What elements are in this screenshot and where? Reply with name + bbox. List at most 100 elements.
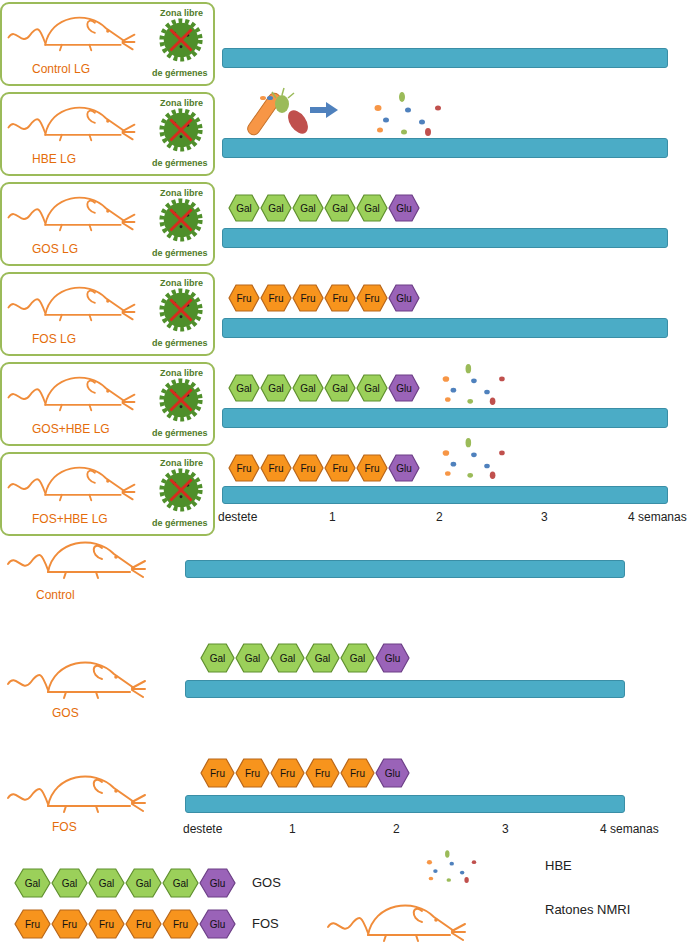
sugar-label: Fru	[356, 454, 388, 482]
germ-free-label: de gérmenes	[152, 518, 208, 528]
germ-free-label: Zona libre	[160, 188, 203, 198]
timeline-bar	[222, 486, 668, 504]
sugar-label: Fru	[292, 454, 324, 482]
sugar-label: Glu	[375, 643, 410, 673]
germ-free-label: Zona libre	[160, 278, 203, 288]
legend-text: Ratones NMRI	[545, 902, 635, 917]
sugar-hexagon: Fru	[162, 909, 199, 939]
sugar-label: Glu	[388, 284, 420, 312]
sugar-label: Gal	[324, 374, 356, 402]
sugar-label: Gal	[260, 374, 292, 402]
sugar-label: Gal	[125, 868, 162, 898]
sugar-label: Fru	[356, 284, 388, 312]
axis-label: 1	[289, 822, 296, 836]
sugar-label: Gal	[292, 194, 324, 222]
sugar-hexagon: Fru	[324, 454, 356, 482]
sugar-hexagon: Fru	[228, 454, 260, 482]
sugar-label: Fru	[51, 909, 88, 939]
sugar-hexagon: Glu	[388, 454, 420, 482]
sugar-label: Gal	[88, 868, 125, 898]
germ-free-label: Zona libre	[160, 458, 203, 468]
sugar-hexagon: Gal	[292, 194, 324, 222]
sugar-hexagon: Fru	[292, 284, 324, 312]
sugar-label: Gal	[200, 643, 235, 673]
sugar-hexagon: Gal	[292, 374, 324, 402]
sugar-hexagon: Fru	[14, 909, 51, 939]
sugar-hexagon: Glu	[388, 284, 420, 312]
sugar-hexagon: Gal	[14, 868, 51, 898]
sugar-label: Gal	[305, 643, 340, 673]
germ-free-label: Zona libre	[160, 98, 203, 108]
sugar-hexagon: Fru	[88, 909, 125, 939]
axis-label: destete	[183, 822, 222, 836]
sugar-label: Fru	[270, 758, 305, 788]
sugar-hexagon: Glu	[199, 909, 236, 939]
sugar-label: Fru	[235, 758, 270, 788]
sugar-label: Gal	[228, 194, 260, 222]
sugar-hexagon: Fru	[292, 454, 324, 482]
sugar-label: Fru	[228, 284, 260, 312]
legend-text: GOS	[252, 875, 281, 890]
legend-text: FOS	[252, 916, 279, 931]
sugar-label: Gal	[228, 374, 260, 402]
sugar-label: Fru	[162, 909, 199, 939]
mouse-group-label: GOS	[52, 706, 79, 720]
sugar-hexagon: Gal	[200, 643, 235, 673]
germ-free-label: de gérmenes	[152, 428, 208, 438]
group-label: FOS+HBE LG	[32, 512, 108, 526]
sugar-label: Gal	[356, 194, 388, 222]
sugar-label: Fru	[125, 909, 162, 939]
axis-label: 2	[436, 510, 443, 524]
axis-label: destete	[218, 510, 257, 524]
sugar-hexagon: Gal	[324, 194, 356, 222]
mouse-group-label: Control	[36, 588, 75, 602]
sugar-hexagon: Fru	[125, 909, 162, 939]
sugar-label: Glu	[388, 194, 420, 222]
axis-label: 3	[541, 510, 548, 524]
sugar-hexagon: Gal	[228, 374, 260, 402]
germ-free-label: de gérmenes	[152, 248, 208, 258]
sugar-label: Fru	[14, 909, 51, 939]
sugar-hexagon: Gal	[324, 374, 356, 402]
sugar-label: Fru	[340, 758, 375, 788]
sugar-hexagon: Fru	[270, 758, 305, 788]
sugar-hexagon: Fru	[356, 454, 388, 482]
sugar-hexagon: Fru	[260, 454, 292, 482]
germ-free-group-box: FOS+HBE LG Zona libre de gérmenes	[0, 452, 215, 536]
timeline-bar	[222, 138, 668, 158]
timeline-bar	[222, 48, 668, 68]
sugar-label: Gal	[340, 643, 375, 673]
timeline-bar	[222, 408, 668, 428]
bacteria-to-extract	[245, 88, 338, 137]
sugar-hexagon: Gal	[305, 643, 340, 673]
sugar-label: Fru	[88, 909, 125, 939]
sugar-label: Fru	[305, 758, 340, 788]
sugar-label: Fru	[324, 284, 356, 312]
sugar-hexagon: Gal	[88, 868, 125, 898]
sugar-hexagon: Gal	[162, 868, 199, 898]
sugar-hexagon: Glu	[375, 643, 410, 673]
sugar-label: Gal	[260, 194, 292, 222]
sugar-hexagon: Fru	[305, 758, 340, 788]
sugar-hexagon: Gal	[235, 643, 270, 673]
sugar-hexagon: Gal	[270, 643, 305, 673]
germ-free-label: Zona libre	[160, 8, 203, 18]
sugar-label: Glu	[375, 758, 410, 788]
sugar-hexagon: Gal	[260, 194, 292, 222]
sugar-label: Gal	[356, 374, 388, 402]
sugar-hexagon: Glu	[388, 374, 420, 402]
sugar-label: Glu	[388, 374, 420, 402]
axis-label: 4 semanas	[600, 822, 659, 836]
sugar-label: Glu	[199, 909, 236, 939]
sugar-hexagon: Gal	[51, 868, 88, 898]
sugar-label: Glu	[388, 454, 420, 482]
sugar-hexagon: Fru	[260, 284, 292, 312]
sugar-hexagon: Gal	[228, 194, 260, 222]
sugar-hexagon: Gal	[340, 643, 375, 673]
axis-label: 4 semanas	[628, 510, 687, 524]
germ-free-group-box: GOS+HBE LGZona librede gérmenes	[0, 362, 215, 446]
germ-free-label: de gérmenes	[152, 158, 208, 168]
sugar-label: Gal	[270, 643, 305, 673]
timeline-bar	[185, 795, 625, 813]
sugar-label: Gal	[235, 643, 270, 673]
